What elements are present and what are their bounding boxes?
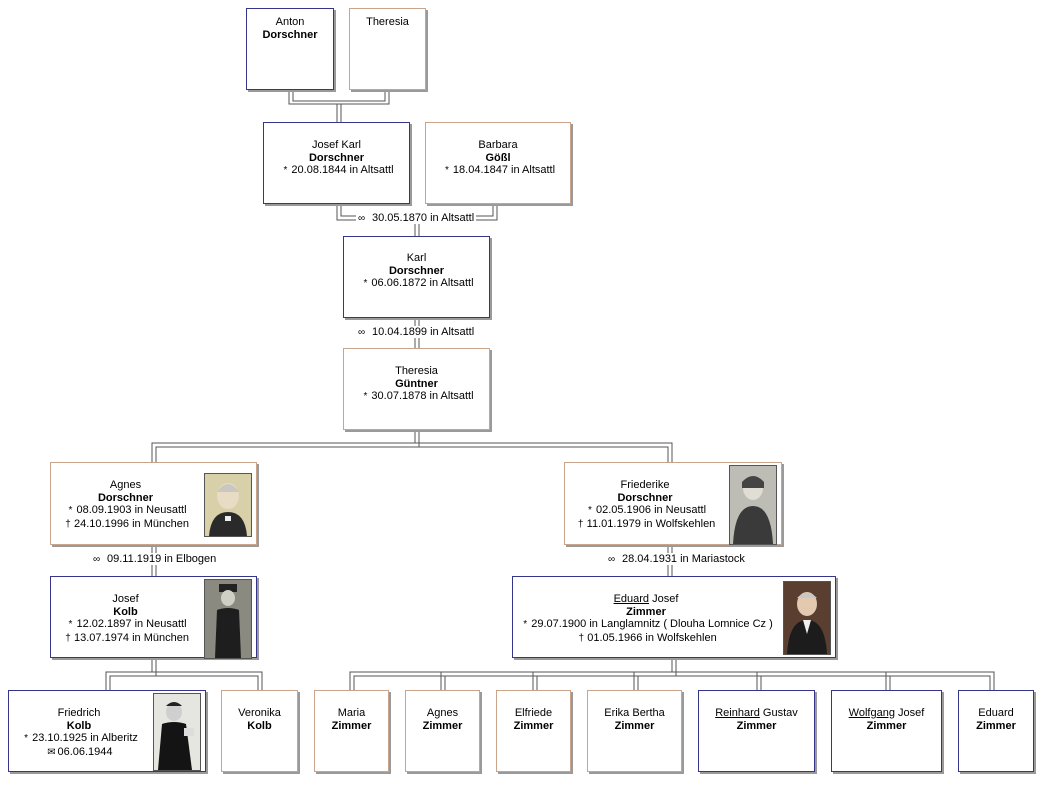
death-cross-icon: †	[65, 632, 71, 644]
birth-star-icon: *	[588, 505, 592, 516]
portrait-photo-friedrich	[153, 693, 201, 771]
portrait-photo-friederike	[729, 465, 777, 545]
marriage-label-2: ∞10.04.1899 in Altsattl	[356, 326, 477, 338]
marriage-rings-icon: ∞	[93, 554, 101, 565]
marriage-rings-icon: ∞	[358, 327, 366, 338]
marriage-label-1: ∞30.05.1870 in Altsattl	[356, 212, 477, 224]
birth-star-icon: *	[523, 619, 528, 630]
fallen-soldier-icon: ✉	[47, 746, 56, 758]
portrait-photo-eduard	[783, 581, 831, 655]
person-card-theresia-0[interactable]: Theresia	[349, 8, 426, 90]
death-cross-icon: †	[65, 518, 71, 530]
marriage-label-3: ∞09.11.1919 in Elbogen	[91, 553, 219, 565]
birth-star-icon: *	[363, 391, 368, 402]
birth-star-icon: *	[444, 165, 449, 176]
birth-star-icon: *	[24, 733, 29, 744]
marriage-label-4: ∞28.04.1931 in Mariastock	[606, 553, 747, 565]
death-cross-icon: †	[577, 518, 584, 530]
birth-star-icon: *	[283, 165, 288, 176]
portrait-photo-agnes	[204, 473, 252, 537]
birth-star-icon: *	[363, 278, 368, 289]
marriage-rings-icon: ∞	[358, 213, 366, 224]
death-cross-icon: †	[578, 632, 585, 644]
portrait-photo-josef	[204, 579, 252, 659]
birth-star-icon: *	[68, 505, 73, 516]
birth-star-icon: *	[68, 619, 73, 630]
marriage-rings-icon: ∞	[608, 554, 616, 565]
